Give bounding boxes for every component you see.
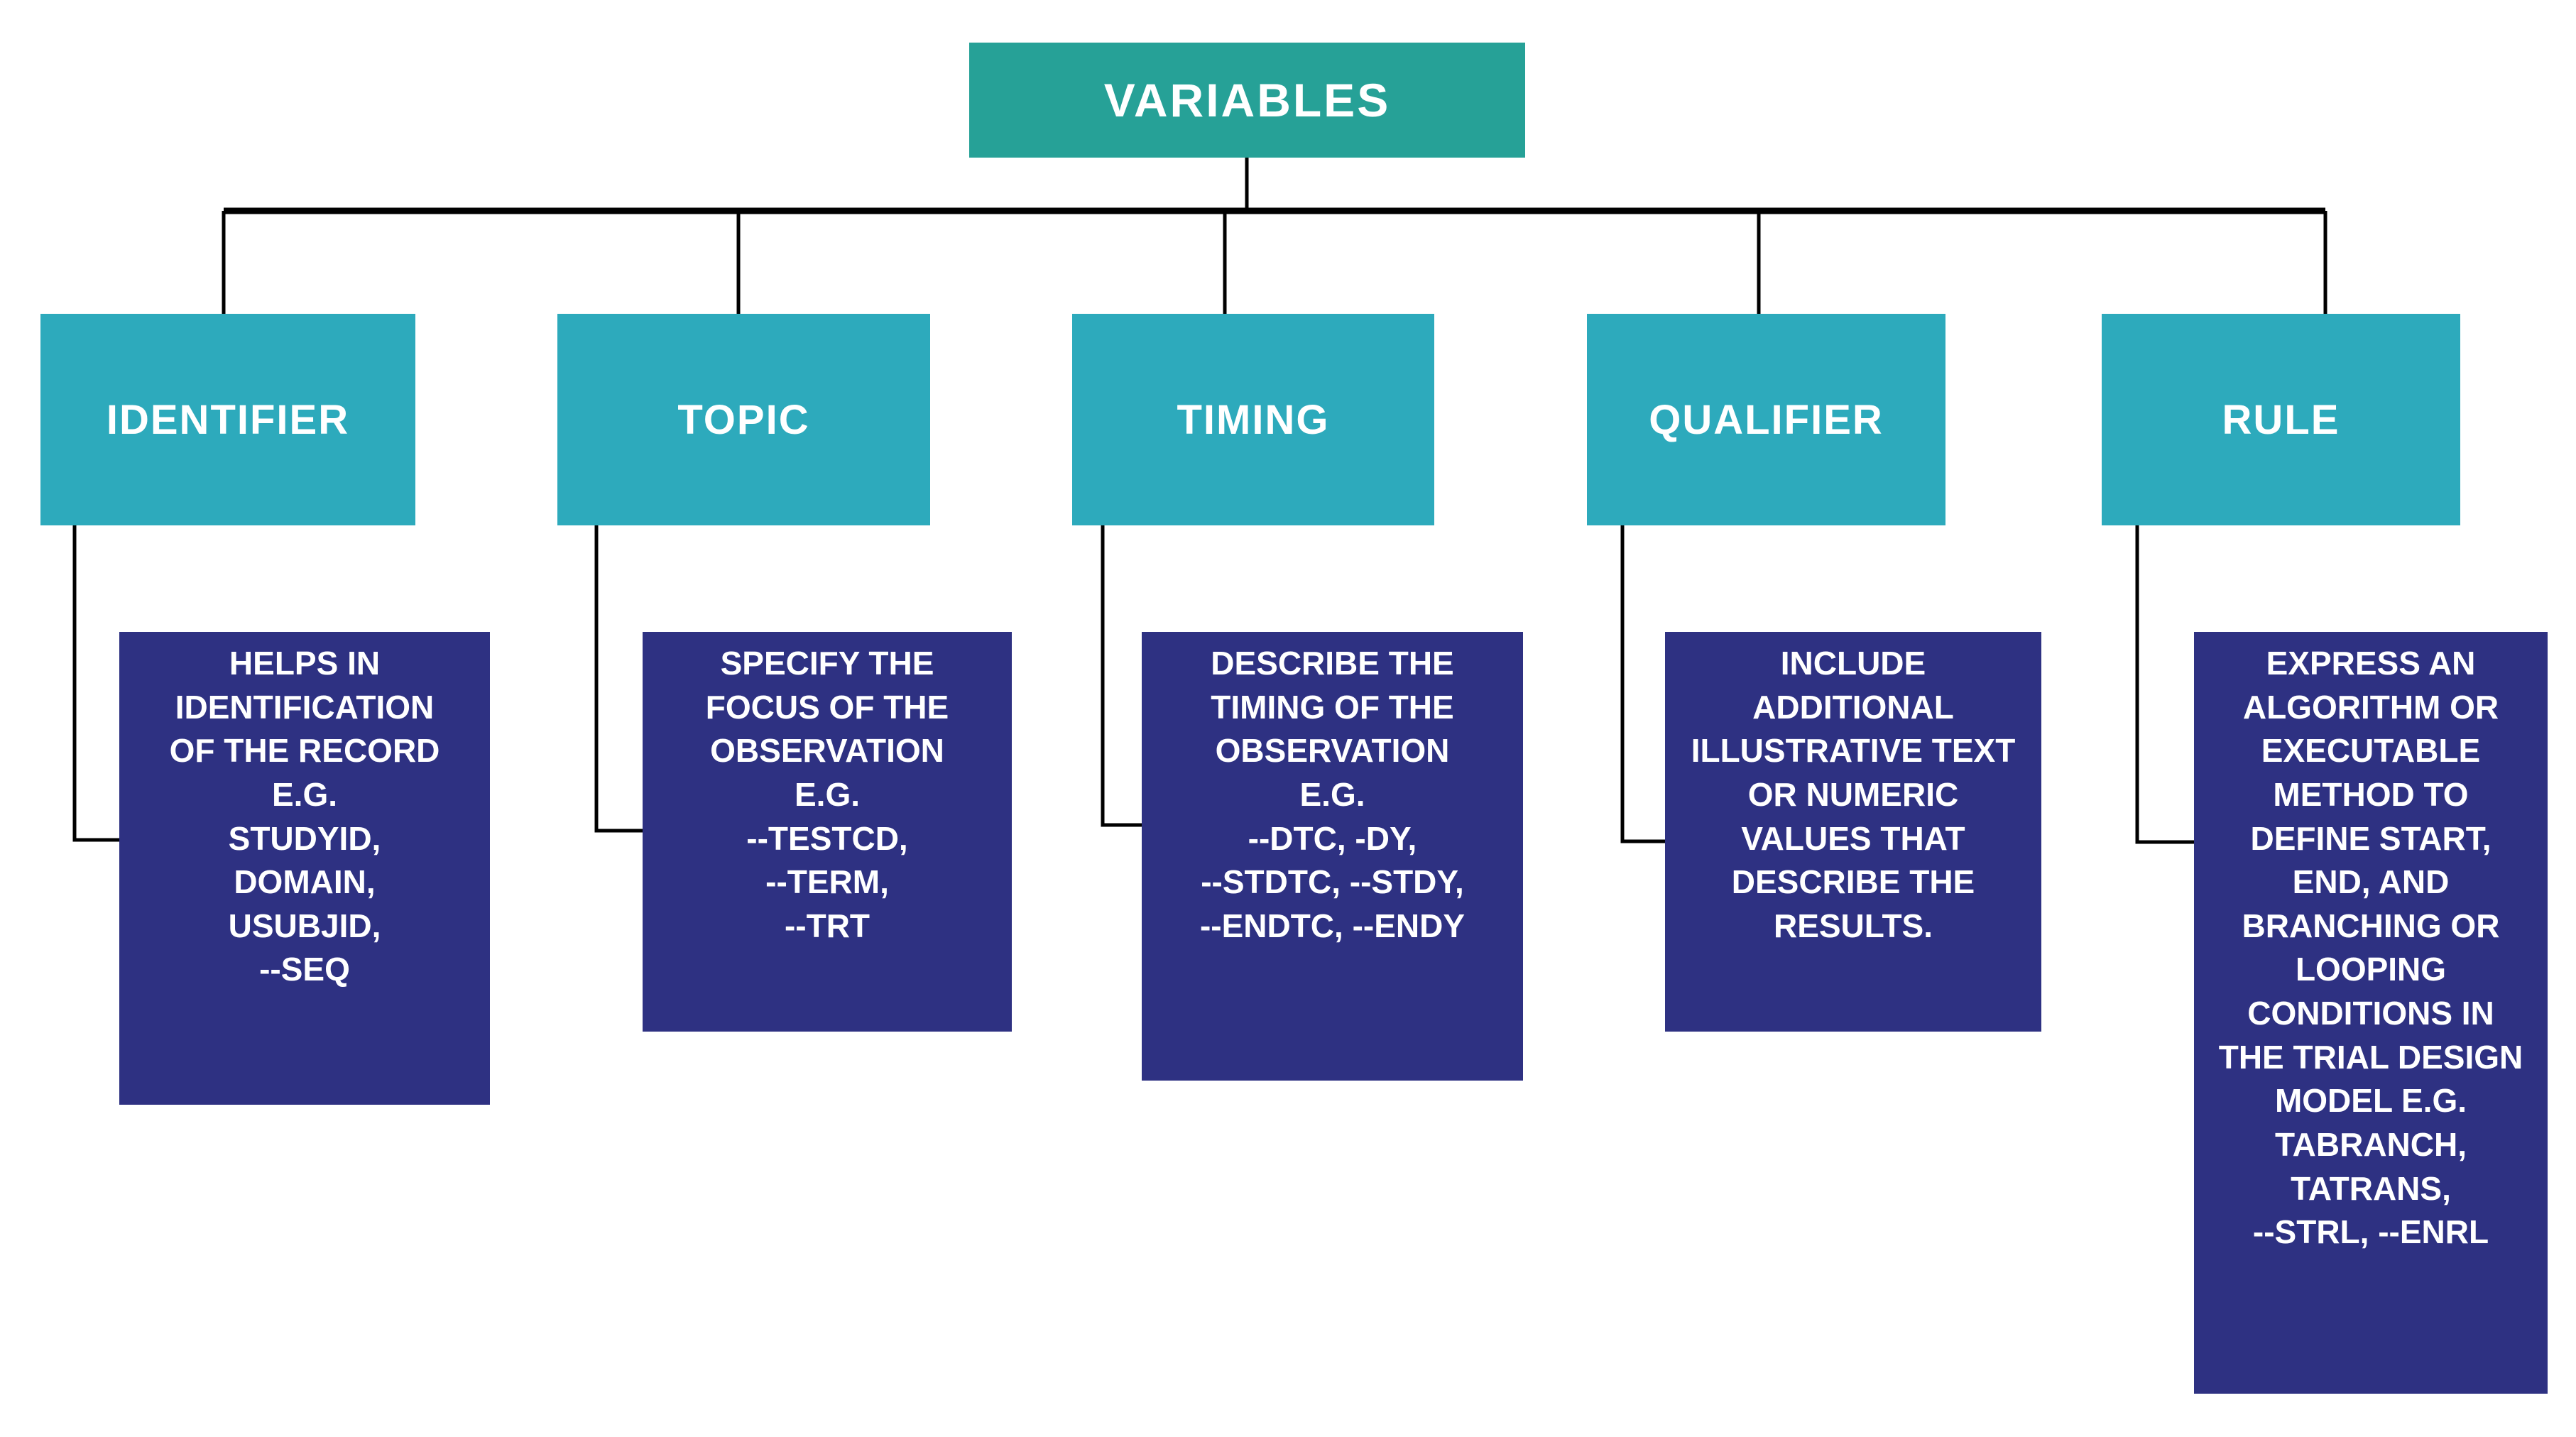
node-description-timing[interactable]: DESCRIBE THE TIMING OF THE OBSERVATION E… xyxy=(1142,632,1523,1081)
node-category-label: TOPIC xyxy=(677,396,810,443)
node-description-topic[interactable]: SPECIFY THE FOCUS OF THE OBSERVATION E.G… xyxy=(643,632,1012,1032)
node-category-label: TIMING xyxy=(1177,396,1330,443)
node-category-identifier[interactable]: IDENTIFIER xyxy=(40,314,415,525)
node-category-label: QUALIFIER xyxy=(1649,396,1884,443)
node-description-text: EXPRESS AN ALGORITHM OR EXECUTABLE METHO… xyxy=(2218,645,2523,1251)
node-root-variables[interactable]: VARIABLES xyxy=(969,43,1525,158)
node-category-label: IDENTIFIER xyxy=(106,396,350,443)
node-category-topic[interactable]: TOPIC xyxy=(557,314,930,525)
node-category-timing[interactable]: TIMING xyxy=(1072,314,1434,525)
node-description-qualifier[interactable]: INCLUDE ADDITIONAL ILLUSTRATIVE TEXT OR … xyxy=(1665,632,2041,1032)
node-description-rule[interactable]: EXPRESS AN ALGORITHM OR EXECUTABLE METHO… xyxy=(2194,632,2548,1394)
node-description-text: DESCRIBE THE TIMING OF THE OBSERVATION E… xyxy=(1199,645,1466,944)
node-description-identifier[interactable]: HELPS IN IDENTIFICATION OF THE RECORD E.… xyxy=(119,632,490,1105)
node-category-rule[interactable]: RULE xyxy=(2102,314,2460,525)
node-root-label: VARIABLES xyxy=(1103,74,1391,126)
node-category-label: RULE xyxy=(2222,396,2340,443)
node-description-text: SPECIFY THE FOCUS OF THE OBSERVATION E.G… xyxy=(705,645,949,944)
node-description-text: INCLUDE ADDITIONAL ILLUSTRATIVE TEXT OR … xyxy=(1691,645,2016,944)
node-description-text: HELPS IN IDENTIFICATION OF THE RECORD E.… xyxy=(169,645,440,988)
node-category-qualifier[interactable]: QUALIFIER xyxy=(1587,314,1945,525)
